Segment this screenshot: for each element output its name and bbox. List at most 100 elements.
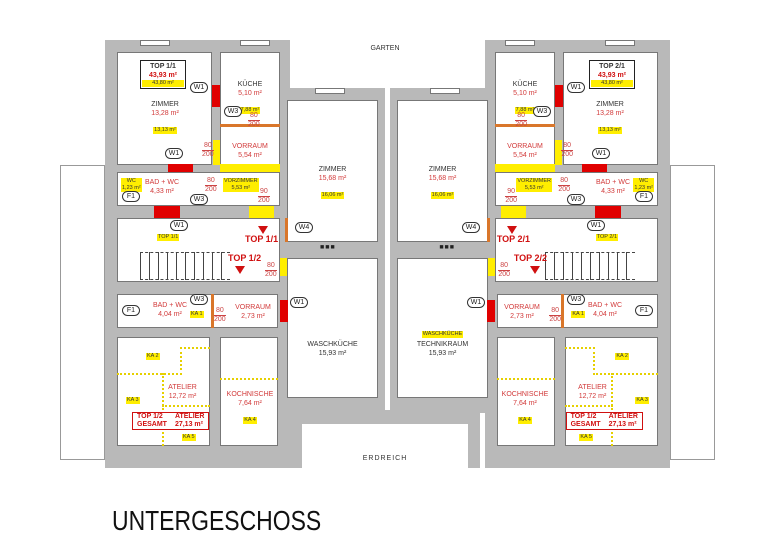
bad-wc-2-label: BAD + WC 4,04 m² [150,301,190,319]
staircase[interactable] [545,252,635,280]
kochnische-label: KOCHNISCHE 7,64 m² KA 4 [225,390,275,426]
room-name: ZIMMER [596,101,624,108]
room-tag: WASCHKÜCHE [421,331,464,338]
wall-tag-w3: W3 [190,194,208,205]
unit-area: 43,93 m² [597,72,627,79]
room-area: 5,10 m² [238,90,262,97]
door-marker [213,140,220,165]
entrance-label: TOP 2/1 [496,234,530,244]
wc-name: WC [126,178,136,184]
entrance-label: TOP 1/1 [245,234,279,244]
door-width: 80 [202,142,214,151]
room-name: BAD + WC [595,179,631,186]
room-area: 2,73 m² [241,313,265,320]
room-name: VORRAUM [232,143,268,150]
wall-tag-w1: W1 [165,148,183,159]
room-name: VORZIMMER [517,178,551,184]
door-width: 80 [561,142,573,151]
vent-squares: ■■■ [320,244,336,251]
room-area: 13,28 m² [151,110,179,117]
room-name: WASCHKÜCHE [307,341,358,348]
wall-tag-w4: W4 [462,222,480,233]
total-caption: GESAMT [137,421,167,428]
room-kochnische[interactable] [220,337,278,446]
room-area-alt: 7,88 m² [514,107,536,114]
door-height: 200 [498,271,510,278]
dashed-line [117,373,182,375]
door-width: 90 [505,188,517,197]
wall-opening-marker [168,164,193,172]
wc-area: 1,23 m² [634,185,653,191]
waschkueche-label: WASCHKÜCHE TECHNIKRAUM 15,93 m² [397,322,488,358]
zimmer-label: ZIMMER 13,28 m² 13,13 m² [145,100,185,136]
waschkueche-label: WASCHKÜCHE 15,93 m² [287,322,378,358]
unit-area-alt: 43,80 m² [142,80,184,87]
ka-tag: KA 3 [635,397,649,404]
room-waschkueche[interactable] [287,258,378,398]
room-zimmer-2[interactable] [397,100,488,242]
staircase[interactable] [140,252,230,280]
wall-opening-marker [595,206,621,218]
door-height: 200 [205,186,217,193]
wall-tag-w3: W3 [190,294,208,305]
garden-label: GARTEN [370,45,400,52]
room-area: 5,53 m² [524,185,544,191]
wall-segment [487,218,490,242]
window-tag-f1: F1 [122,305,140,316]
wall-opening-marker [487,300,495,322]
wall-tag-w1: W1 [567,82,585,93]
room-name: VORRAUM [507,143,543,150]
door-width: 90 [258,188,270,197]
wall-opening-marker [212,85,220,107]
room-area: 7,64 m² [513,400,537,407]
door-height: 200 [549,316,561,323]
wc-area: 1,23 m² [122,185,141,191]
wc-name: WC [639,178,649,184]
soil-area [302,424,468,468]
room-area: 5,10 m² [513,90,537,97]
unit-name: TOP 1/1 [150,63,176,70]
total-room: ATELIER [608,413,638,420]
ka-tag: KA 2 [615,353,629,360]
door-width: 80 [498,262,510,271]
total-unit: TOP 1/2 [137,413,163,420]
window [140,40,170,46]
room-area-alt: 13,13 m² [153,127,177,134]
dashed-line [220,378,278,380]
vorraum-2-label: VORRAUM 2,73 m² [233,303,273,321]
unit-left-plan: TOP 1/1 43,93 m² 43,80 m² ZIMMER 13,28 m… [100,0,388,548]
kueche-label: KÜCHE 5,10 m² 7,88 m² [505,80,545,116]
room-area-alt: 7,88 m² [239,107,261,114]
door-marker [220,164,280,172]
room-name: BAD + WC [152,302,188,309]
room-waschkueche[interactable] [397,258,488,398]
wall-tag-w3: W3 [567,294,585,305]
wall-opening-marker [555,85,563,107]
room-zimmer-2[interactable] [287,100,378,242]
room-area: 15,93 m² [318,350,347,357]
room-area: 4,04 m² [158,311,182,318]
wall-tag-w1: W1 [587,220,605,231]
room-name: TECHNIKRAUM [416,341,469,348]
entrance-marker-icon [507,226,517,234]
door-width: 80 [558,177,570,186]
door-marker [501,206,526,218]
window [240,40,270,46]
window-tag-f1: F1 [122,191,140,202]
ka-tag: KA 2 [146,353,160,360]
room-name: VORRAUM [504,304,540,311]
room-kochnische[interactable] [497,337,555,446]
room-name: ZIMMER [428,166,457,173]
dashed-line [565,347,595,349]
door-marker [555,140,562,165]
door-height: 200 [258,197,270,204]
soil-label: ERDREICH [362,455,408,462]
